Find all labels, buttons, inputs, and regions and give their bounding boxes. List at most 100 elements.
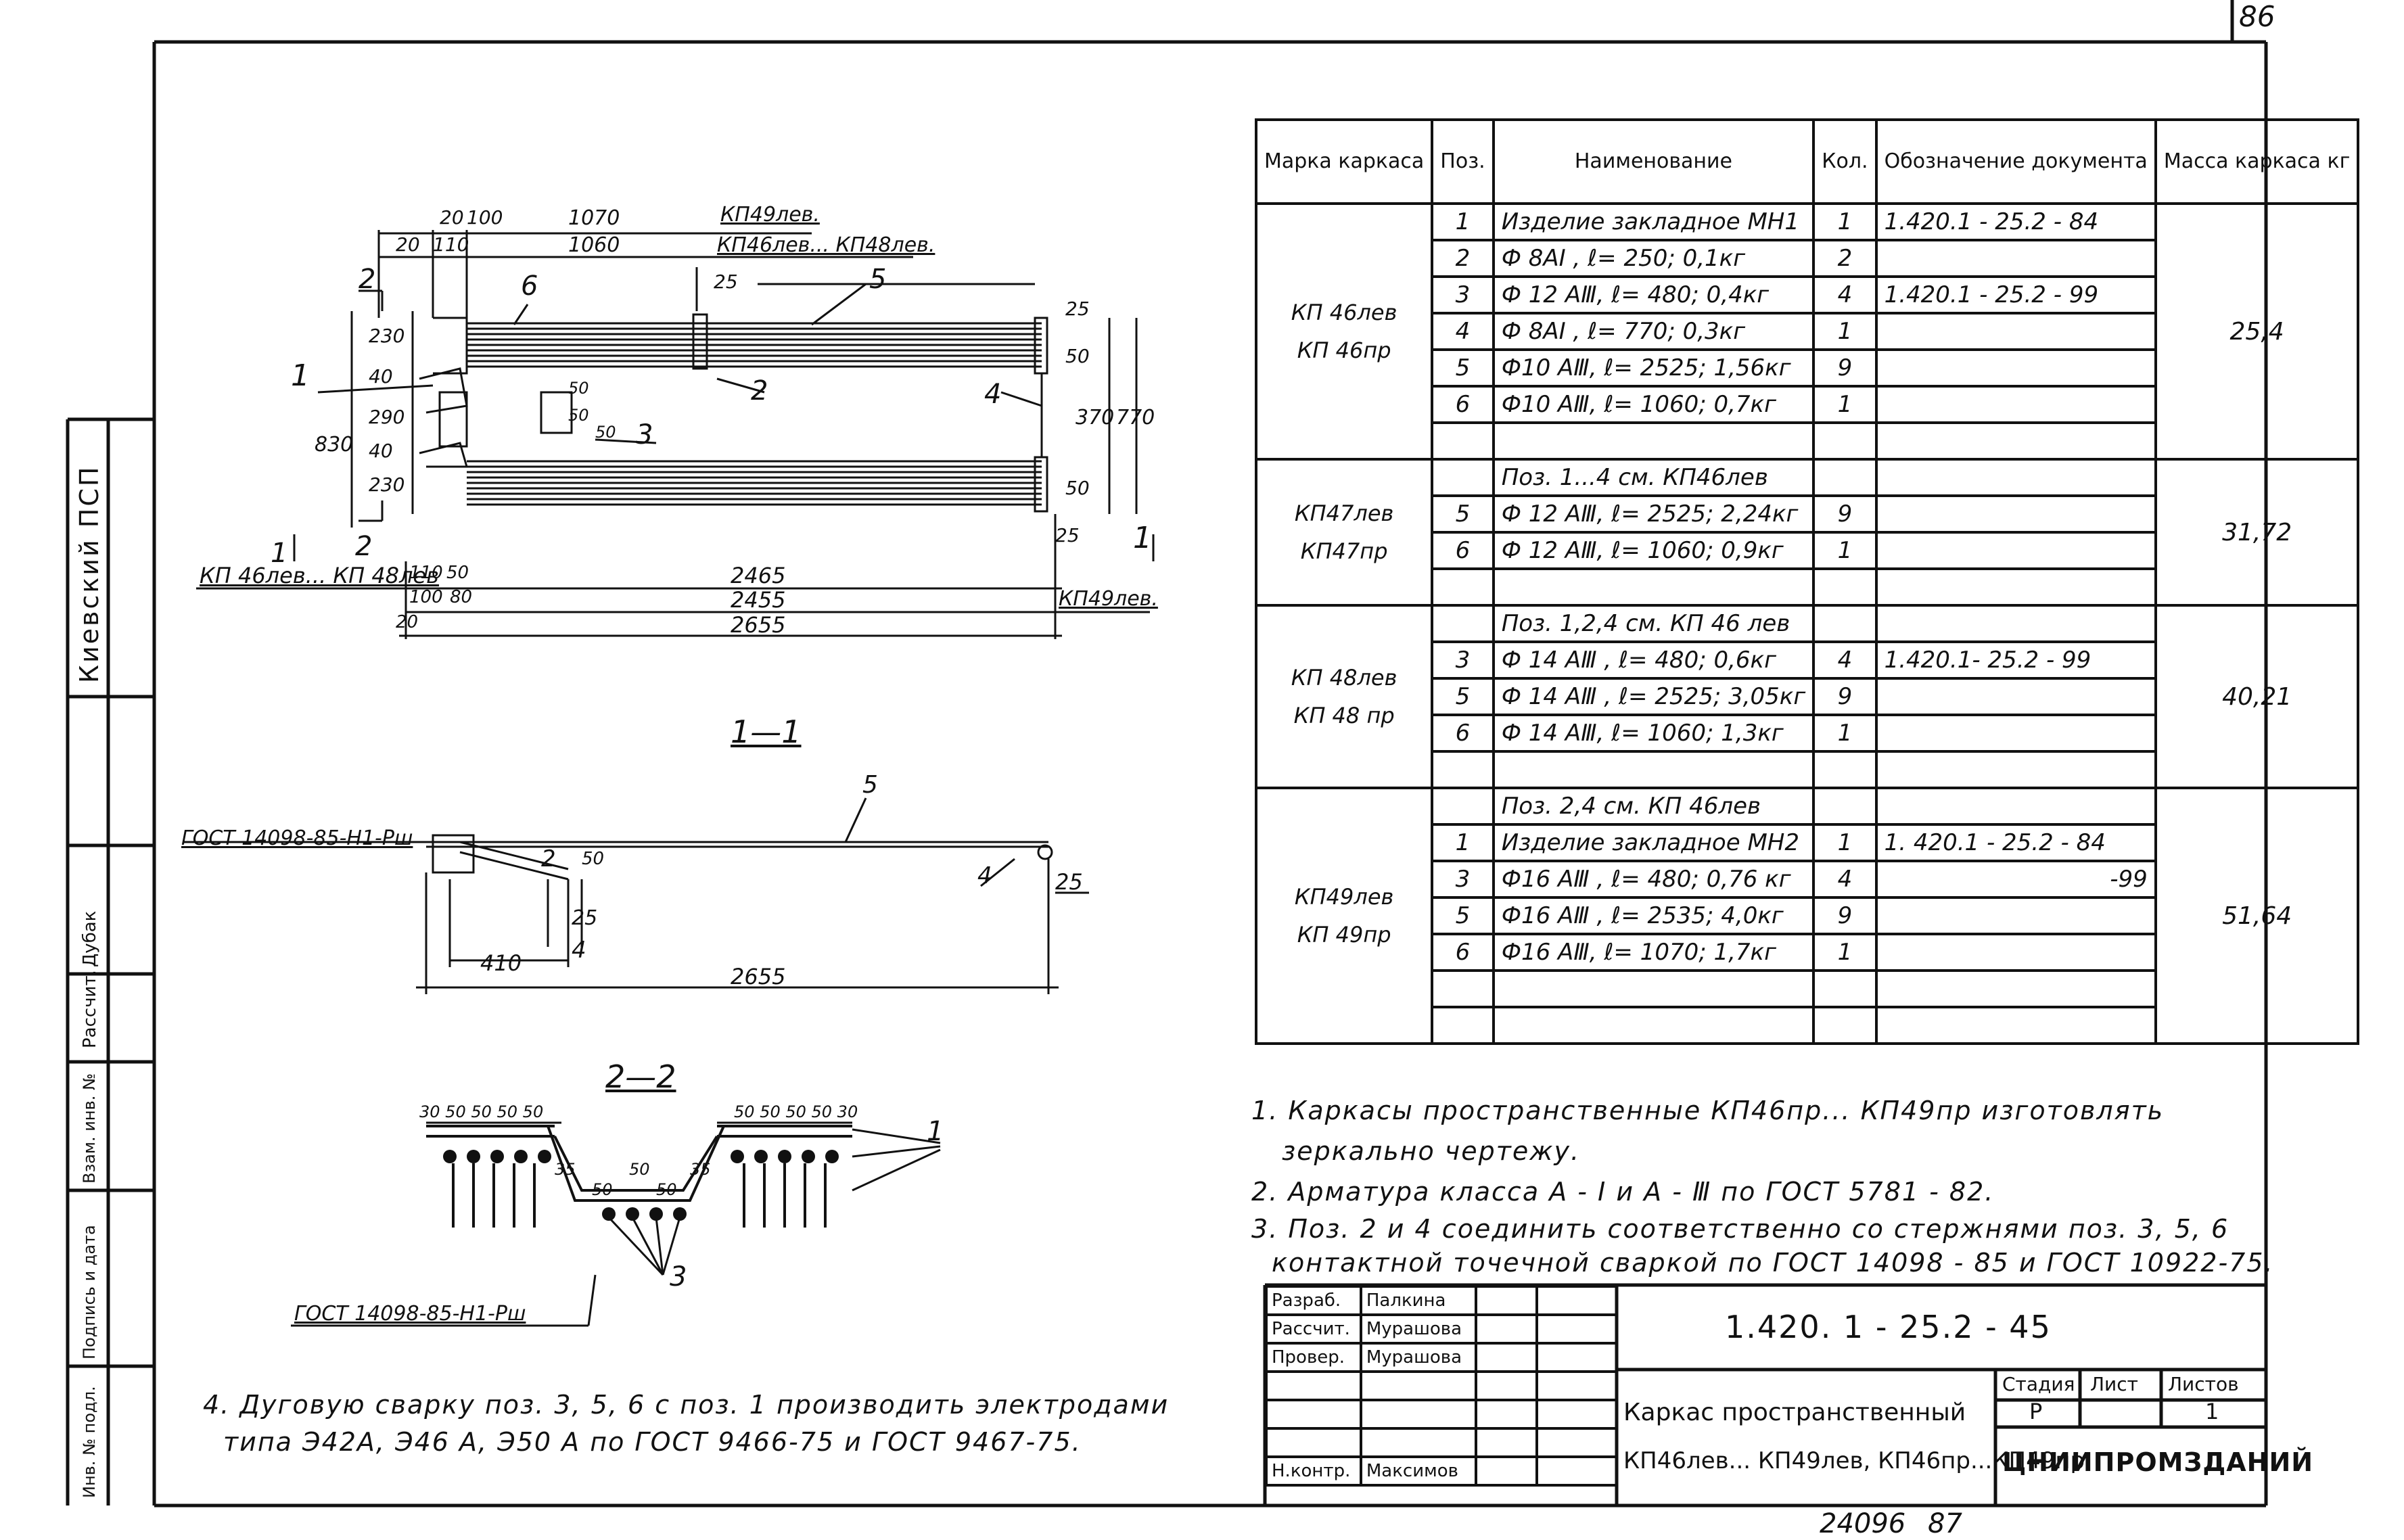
frame-mark: КП49лев (1294, 884, 1394, 910)
dim-50-right-b: 50 (1065, 477, 1090, 499)
dim-1070: 1070 (568, 206, 620, 230)
cell-name: Поз. 1,2,4 см. КП 46 лев (1492, 604, 1816, 643)
dim-20b: 20 (396, 233, 420, 256)
stage-value: Р (2029, 1399, 2043, 1424)
signature-date (1535, 1427, 1618, 1458)
cell-pos: 6 (1431, 531, 1495, 570)
signature-name: Палкина (1359, 1285, 1477, 1316)
label-kp49lev-top: КП49лев. (720, 203, 820, 227)
cell-doc (1874, 969, 2157, 1008)
signature-role: Рассчит. (1265, 1313, 1362, 1345)
cell-doc (1874, 677, 2157, 716)
cell-name: Ф16 АⅢ , ℓ= 2535; 4,0кг (1492, 896, 1816, 935)
signature-row: Н.контр.Максимов (1265, 1455, 1618, 1487)
table-header-cell: Наименование (1492, 118, 1816, 205)
cell-pos (1431, 567, 1495, 607)
dim-2655: 2655 (731, 612, 786, 638)
pos-2-label: 2 (751, 375, 768, 406)
cell-pos (1431, 750, 1495, 789)
cell-qty (1812, 458, 1878, 497)
cell-doc (1874, 385, 2157, 424)
cell-pos: 5 (1431, 348, 1495, 388)
cell-pos: 5 (1431, 677, 1495, 716)
rebar-group-bottom (467, 460, 1042, 506)
signature-date (1535, 1370, 1618, 1401)
cell-pos: 6 (1431, 385, 1495, 424)
table-row (1256, 969, 2358, 1008)
section-mark-1-right: 1 (1133, 521, 1152, 555)
cell-qty: 9 (1812, 896, 1878, 935)
dim-830: 830 (315, 433, 354, 457)
section-11-dim-25-right: 25 (1055, 869, 1083, 895)
frame-mark: КП47пр (1300, 538, 1388, 564)
cell-pos (1431, 421, 1495, 461)
cell-pos: 3 (1431, 860, 1495, 899)
signature-sign (1474, 1399, 1539, 1430)
side-stamp-row-2: Взам. инв. № (80, 1073, 99, 1184)
table-header-cell: Марка каркаса (1254, 118, 1434, 205)
section-11-pos-4: 4 (977, 862, 992, 889)
table-row (1256, 750, 2358, 789)
cell-qty: 9 (1812, 677, 1878, 716)
cell-pos: 3 (1431, 640, 1495, 680)
dim-2455: 2455 (731, 587, 786, 613)
signature-date (1535, 1342, 1618, 1373)
frame-mark: КП 46лев (1291, 300, 1397, 325)
cell-doc (1874, 239, 2157, 278)
signature-name: Мурашова (1359, 1313, 1477, 1345)
cell-pos: 1 (1431, 202, 1495, 241)
frame-mark: КП47лев (1294, 500, 1394, 526)
section-22-title: 2—2 (605, 1058, 676, 1095)
cell-qty: 1 (1812, 202, 1878, 241)
cell-name (1492, 750, 1816, 789)
footer-code-right: 87 (1928, 1508, 1962, 1539)
signature-date (1535, 1455, 1618, 1487)
cell-pos: 5 (1431, 494, 1495, 534)
frame-mass-cell: 31,72 (2154, 458, 2360, 607)
cell-doc (1874, 312, 2157, 351)
cell-pos (1431, 458, 1495, 497)
signature-sign (1474, 1370, 1539, 1401)
cell-doc (1874, 896, 2157, 935)
signature-name (1359, 1370, 1477, 1401)
cell-pos (1431, 787, 1495, 826)
dim-110-b: 110 (409, 563, 443, 583)
stage-label: Стадия (2002, 1373, 2075, 1395)
cell-qty (1812, 750, 1878, 789)
signature-role (1265, 1370, 1362, 1401)
section-11-title: 1—1 (731, 714, 802, 750)
signature-name: Мурашова (1359, 1342, 1477, 1373)
cell-name: Ф 14 АⅢ , ℓ= 480; 0,6кг (1492, 640, 1816, 680)
note-4: 4. Дуговую сварку поз. 3, 5, 6 с поз. 1 … (203, 1390, 1170, 1420)
section-mark-2-bottom: 2 (355, 531, 373, 562)
cell-qty (1812, 567, 1878, 607)
cell-doc (1874, 714, 2157, 753)
cell-doc: 1.420.1 - 25.2 - 99 (1874, 275, 2157, 314)
cell-qty (1812, 787, 1878, 826)
title-line-2: КП46лев... КП49лев, КП46пр...КП49пр (1623, 1447, 2085, 1474)
note-1-cont: зеркально чертежу. (1282, 1136, 1581, 1166)
section-22-dim-50c: 50 (656, 1180, 677, 1199)
table-row (1256, 421, 2358, 461)
cell-qty: 2 (1812, 239, 1878, 278)
cell-doc: -99 (1874, 860, 2157, 899)
cell-name: Ф10 АⅢ, ℓ= 2525; 1,56кг (1492, 348, 1816, 388)
dim-25-right: 25 (1065, 298, 1090, 320)
cell-pos: 6 (1431, 933, 1495, 972)
cell-name: Ф16 АⅢ , ℓ= 480; 0,76 кг (1492, 860, 1816, 899)
frame-mass-cell: 25,4 (2154, 202, 2360, 461)
cell-qty (1812, 421, 1878, 461)
cell-name: Поз. 2,4 см. КП 46лев (1492, 787, 1816, 826)
